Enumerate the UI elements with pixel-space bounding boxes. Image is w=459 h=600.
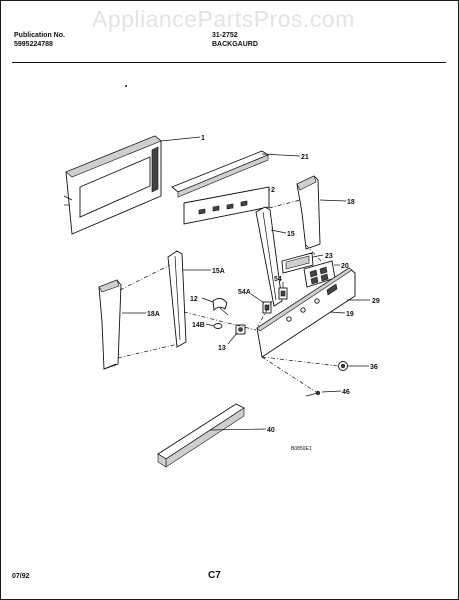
footer-page-number: C7 — [208, 570, 221, 581]
callout-label: 15A — [212, 268, 225, 275]
callout-labels: 1 21 2 18 15 23 20 15A 54 54A 29 12 18A … — [147, 135, 380, 452]
part-control-panel — [256, 267, 356, 358]
callout-label: 19 — [346, 311, 354, 318]
callout-label: 12 — [190, 296, 198, 303]
callout-label: 29 — [372, 298, 380, 305]
alignment-lines — [117, 199, 339, 393]
callout-label: 46 — [342, 389, 350, 396]
callout-label: 21 — [301, 154, 309, 161]
part-knob — [338, 361, 348, 371]
part-right-bracket — [255, 206, 283, 307]
part-switch-54 — [278, 287, 288, 300]
part-display-window — [281, 252, 314, 274]
callout-label: 13 — [218, 345, 226, 352]
footer-date: 07/92 — [12, 573, 30, 580]
callout-label: 23 — [325, 253, 333, 260]
part-lens-panel — [183, 186, 270, 225]
callout-label: 36 — [370, 364, 378, 371]
part-switch-54a — [262, 301, 272, 314]
part-backguard-panel — [63, 135, 162, 235]
part-bulb — [213, 323, 223, 329]
section-title: BACKGAURD — [212, 41, 258, 48]
stray-dot — [125, 85, 127, 87]
callout-leaders — [122, 136, 370, 431]
watermark: AppliancePartsPros.com — [92, 6, 355, 32]
part-trim-strip — [171, 150, 269, 198]
callout-label: 54A — [238, 289, 251, 296]
callout-label: 15 — [287, 231, 295, 238]
model-number: 31-2752 — [212, 32, 238, 39]
callout-label: 20 — [341, 263, 349, 270]
callout-label: 18A — [147, 311, 160, 318]
part-clock-module — [303, 260, 336, 288]
drawing-code: B0850E1 — [291, 446, 312, 452]
callout-label: 14B — [192, 322, 205, 329]
part-left-end-cap — [98, 279, 122, 370]
part-right-end-cap — [296, 175, 321, 250]
part-lower-trim — [157, 403, 245, 468]
callout-label: 18 — [347, 199, 355, 206]
callout-label: 1 — [201, 135, 205, 142]
callout-label: 40 — [267, 427, 275, 434]
callout-label: 54 — [274, 276, 282, 283]
callout-label: 2 — [271, 187, 275, 194]
part-lamp-socket — [235, 324, 246, 335]
publication-label: Publication No. — [14, 32, 65, 39]
header-rule — [12, 62, 446, 63]
part-screw — [305, 390, 321, 397]
part-left-bracket — [167, 250, 187, 348]
publication-number: 5995224788 — [14, 41, 53, 48]
part-connector-clip — [212, 298, 229, 316]
